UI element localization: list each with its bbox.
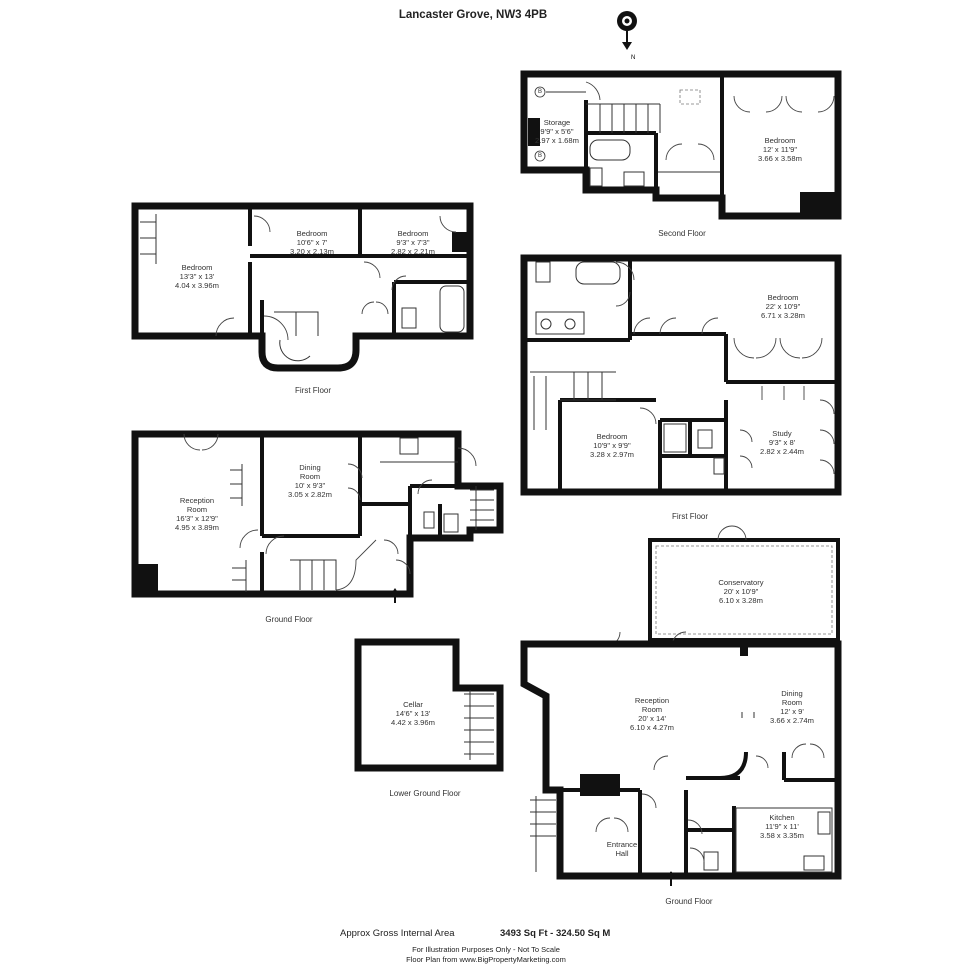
- plan-title: Lancaster Grove, NW3 4PB: [398, 9, 548, 21]
- floor-label-second: Second Floor: [658, 229, 706, 238]
- credit-link[interactable]: Floor Plan from www.BigPropertyMarketing…: [406, 955, 566, 964]
- second-floor-plan: [520, 70, 842, 220]
- floor-label-first-right: First Floor: [672, 512, 708, 521]
- ground-floor-left-plan: [131, 430, 504, 603]
- ground-floor-right-plan: [520, 525, 842, 886]
- floor-label-lower-ground: Lower Ground Floor: [389, 789, 461, 798]
- floor-label-ground-right: Ground Floor: [665, 897, 713, 906]
- boiler-symbol: B: [537, 89, 543, 95]
- floor-label-ground-left: Ground Floor: [265, 615, 313, 624]
- cellar-plan: [354, 638, 504, 772]
- svg-text:N: N: [631, 55, 635, 61]
- disclaimer: For Illustration Purposes Only - Not To …: [412, 945, 560, 954]
- area-label: Approx Gross Internal Area: [340, 928, 455, 939]
- first-floor-left-plan: [131, 202, 474, 372]
- first-floor-right-plan: [520, 254, 842, 496]
- area-value: 3493 Sq Ft - 324.50 Sq M: [500, 928, 611, 939]
- entrance-arrow-icon: [667, 871, 675, 886]
- eye-north-icon: N: [617, 11, 637, 61]
- floor-label-first-left: First Floor: [295, 386, 331, 395]
- boiler-symbol: B: [537, 153, 543, 159]
- entrance-arrow-icon: [391, 588, 399, 603]
